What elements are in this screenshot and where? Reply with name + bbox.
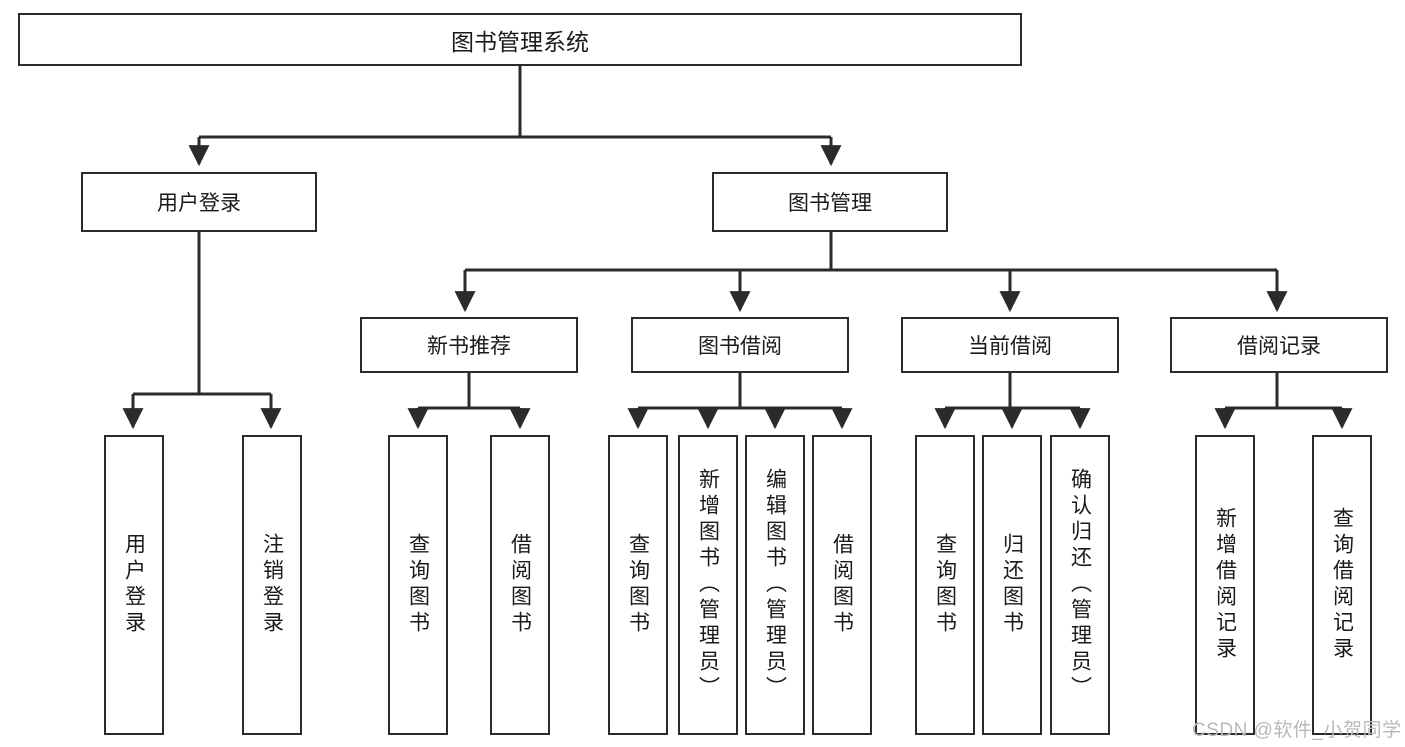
watermark-text: CSDN @软件_小贺同学 [1192, 720, 1402, 741]
leaf-record-add-record[interactable]: 新增借阅记录 [1195, 435, 1255, 735]
leaf-label: 用户登录 [122, 533, 146, 637]
node-current-borrow[interactable]: 当前借阅 [901, 317, 1119, 373]
node-book-management-label: 图书管理 [788, 192, 872, 215]
leaf-user-login-logout[interactable]: 注销登录 [242, 435, 302, 735]
node-book-borrow[interactable]: 图书借阅 [631, 317, 849, 373]
leaf-current-confirm-return-admin[interactable]: 确认归还（管理员） [1050, 435, 1110, 735]
node-user-login[interactable]: 用户登录 [81, 172, 317, 232]
leaf-borrow-borrow-book[interactable]: 借阅图书 [812, 435, 872, 735]
leaf-label: 借阅图书 [508, 533, 532, 637]
node-user-login-label: 用户登录 [157, 192, 241, 215]
leaf-borrow-add-book-admin[interactable]: 新增图书（管理员） [678, 435, 738, 735]
leaf-label: 查询图书 [626, 533, 650, 637]
node-current-borrow-label: 当前借阅 [968, 335, 1052, 358]
leaf-label: 新增借阅记录 [1213, 507, 1237, 663]
node-root-label: 图书管理系统 [451, 28, 589, 55]
leaf-label: 查询借阅记录 [1330, 507, 1354, 663]
leaf-label: 新增图书（管理员） [696, 468, 720, 702]
leaf-label: 确认归还（管理员） [1068, 468, 1092, 702]
leaf-label: 编辑图书（管理员） [763, 468, 787, 702]
leaf-current-return-book[interactable]: 归还图书 [982, 435, 1042, 735]
node-borrow-record[interactable]: 借阅记录 [1170, 317, 1388, 373]
node-book-management[interactable]: 图书管理 [712, 172, 948, 232]
node-borrow-record-label: 借阅记录 [1237, 335, 1321, 358]
leaf-current-query-book[interactable]: 查询图书 [915, 435, 975, 735]
node-root[interactable]: 图书管理系统 [18, 13, 1022, 66]
leaf-label: 查询图书 [933, 533, 957, 637]
leaf-label: 注销登录 [260, 533, 284, 637]
node-new-book-recommend[interactable]: 新书推荐 [360, 317, 578, 373]
leaf-label: 借阅图书 [830, 533, 854, 637]
node-new-book-recommend-label: 新书推荐 [427, 335, 511, 358]
leaf-borrow-edit-book-admin[interactable]: 编辑图书（管理员） [745, 435, 805, 735]
leaf-record-query-record[interactable]: 查询借阅记录 [1312, 435, 1372, 735]
leaf-user-login-login[interactable]: 用户登录 [104, 435, 164, 735]
leaf-label: 查询图书 [406, 533, 430, 637]
leaf-borrow-query-book[interactable]: 查询图书 [608, 435, 668, 735]
leaf-new-book-query[interactable]: 查询图书 [388, 435, 448, 735]
leaf-label: 归还图书 [1000, 533, 1024, 637]
node-book-borrow-label: 图书借阅 [698, 335, 782, 358]
leaf-new-book-borrow[interactable]: 借阅图书 [490, 435, 550, 735]
